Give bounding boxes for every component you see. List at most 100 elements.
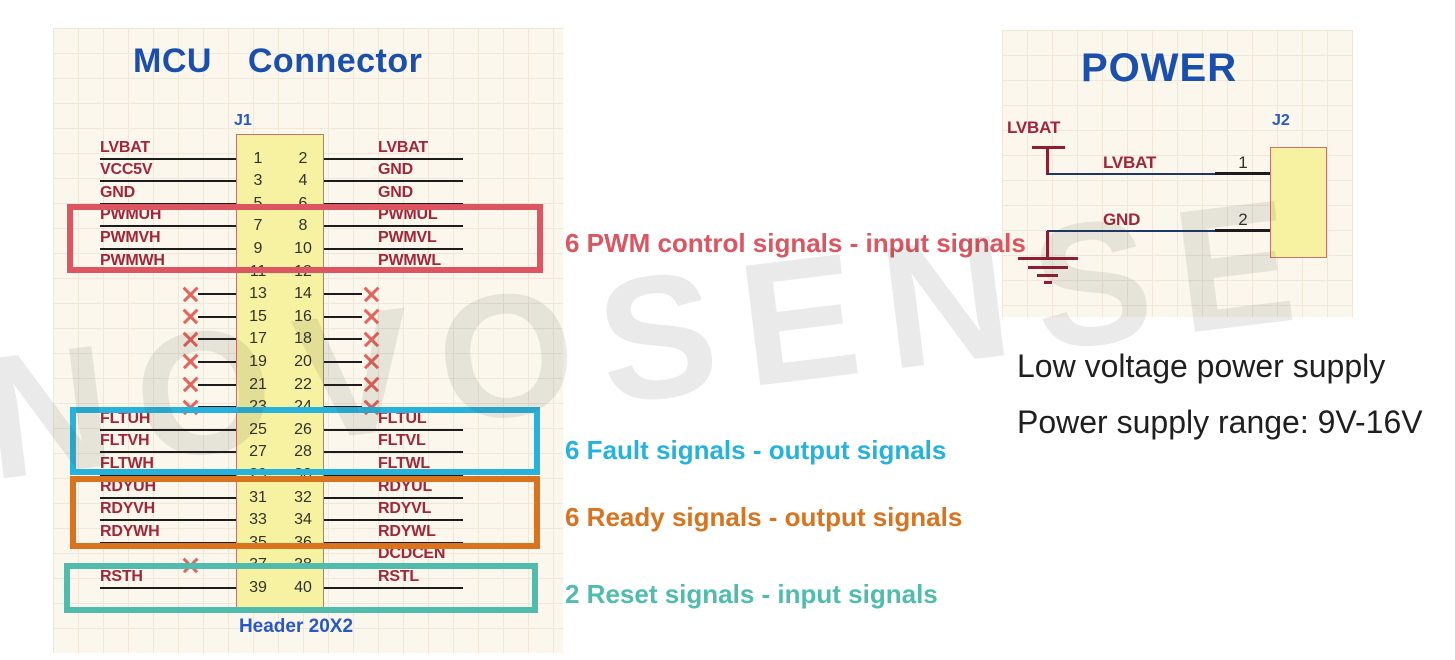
wire-right: [324, 225, 463, 228]
no-connect-x-icon: [363, 376, 380, 393]
net-label-left: PWMWH: [100, 251, 165, 269]
ground-symbol-stem-icon: [1046, 231, 1049, 258]
net-label-left: RSTH: [100, 567, 143, 585]
pin-number: 9: [253, 239, 263, 257]
wire-right: [324, 180, 463, 183]
net-label-right: GND: [378, 161, 413, 179]
pin-number: 33: [249, 511, 267, 529]
pin-number: 31: [249, 488, 267, 506]
nc-stub-right: [324, 315, 362, 318]
net-label-left: PWMVH: [100, 228, 161, 246]
pin-number: 17: [249, 330, 267, 348]
gnd-pin-stub: [1215, 229, 1270, 232]
wire-left: [100, 541, 236, 544]
no-connect-x-icon: [363, 331, 380, 348]
pin-number: 39: [249, 578, 267, 596]
wire-left: [100, 451, 236, 454]
reset-annotation: 2 Reset signals - input signals: [565, 579, 938, 609]
power-note-line-2: Power supply range: 9V-16V: [1017, 404, 1423, 440]
net-label-left: GND: [100, 183, 135, 201]
net-label-right: RSTL: [378, 567, 419, 585]
nc-stub-right: [324, 293, 362, 296]
no-connect-x-icon: [182, 308, 199, 325]
j2-pin-2: 2: [1238, 210, 1248, 229]
power-title: POWER: [1081, 46, 1238, 90]
pin-number: 8: [298, 217, 308, 235]
j2-connector-body: [1270, 147, 1327, 258]
net-label-left: RDYUH: [100, 477, 156, 495]
net-label-right: FLTUL: [378, 409, 427, 427]
pin-number: 6: [298, 194, 308, 212]
lvbat-power-port-label: LVBAT: [1007, 118, 1061, 137]
net-label-right: PWMWL: [378, 251, 441, 269]
net-label-right: LVBAT: [378, 138, 428, 156]
nc-stub-right: [324, 383, 362, 386]
nc-stub-left: [198, 383, 236, 386]
wire-left: [100, 428, 236, 431]
no-connect-x-icon: [182, 353, 199, 370]
net-label-right: FLTVL: [378, 432, 426, 450]
pin-number: 20: [294, 352, 312, 370]
no-connect-x-icon: [182, 286, 199, 303]
nc-stub-right: [324, 360, 362, 363]
ground-symbol-bar3-icon: [1037, 274, 1058, 277]
wire-left: [100, 519, 236, 522]
net-label-left: LVBAT: [100, 138, 150, 156]
power-port-stem-icon: [1046, 146, 1049, 175]
fault-annotation: 6 Fault signals - output signals: [565, 435, 947, 465]
nc-stub-right: [324, 338, 362, 341]
fault-group-box: [70, 407, 540, 475]
nc-stub-left: [198, 315, 236, 318]
reset-group-box: [64, 563, 538, 613]
wire-left: [100, 247, 236, 250]
net-label-left: FLTWH: [100, 454, 154, 472]
pin-number: 5: [253, 194, 263, 212]
pwm-group-box: [67, 204, 543, 273]
pin-number: 10: [294, 239, 312, 257]
pin-number: 7: [253, 217, 263, 235]
lvbat-wire: [1047, 173, 1215, 175]
wire-right: [324, 157, 463, 160]
net-label-right: RDYUL: [378, 477, 433, 495]
wire-right: [324, 202, 463, 205]
pin-number: 22: [294, 375, 312, 393]
wire-left: [100, 225, 236, 228]
no-connect-x-icon: [182, 331, 199, 348]
net-label-right: GND: [378, 183, 413, 201]
pin-number: 28: [294, 443, 312, 461]
pin-number: 13: [249, 285, 267, 303]
no-connect-x-icon: [363, 308, 380, 325]
pin-number: 14: [294, 285, 312, 303]
wire-right: [324, 519, 463, 522]
gnd-net-label: GND: [1103, 210, 1141, 229]
net-label-right: RDYWL: [378, 522, 436, 540]
wire-right: [324, 496, 463, 499]
net-label-left: FLTUH: [100, 409, 151, 427]
net-label-right: PWMUL: [378, 206, 438, 224]
net-label-left: VCC5V: [100, 161, 153, 179]
wire-left: [100, 496, 236, 499]
pin-number: 26: [294, 420, 312, 438]
j2-refdes: J2: [1272, 112, 1290, 129]
wire-left: [100, 180, 236, 183]
pin-number: 1: [253, 149, 263, 167]
ready-annotation: 6 Ready signals - output signals: [565, 502, 963, 532]
pin-number: 2: [298, 149, 308, 167]
wire-right: [324, 247, 463, 250]
j1-refdes: J1: [234, 112, 252, 129]
pin-number: 4: [298, 172, 308, 190]
wire-right: [324, 586, 463, 589]
mcu-connector-title: MCU Connector: [133, 42, 423, 80]
ground-symbol-bar1-icon: [1018, 257, 1078, 260]
no-connect-x-icon: [363, 353, 380, 370]
ground-symbol-bar2-icon: [1028, 266, 1068, 269]
pin-number: 18: [294, 330, 312, 348]
nc-stub-left: [198, 338, 236, 341]
pin-number: 27: [249, 443, 267, 461]
net-label-left: PWMUH: [100, 206, 162, 224]
pin-number: 16: [294, 307, 312, 325]
ground-symbol-bar4-icon: [1044, 281, 1052, 284]
lvbat-net-label: LVBAT: [1103, 153, 1157, 172]
pin-number: 15: [249, 307, 267, 325]
pin-number: 34: [294, 511, 312, 529]
